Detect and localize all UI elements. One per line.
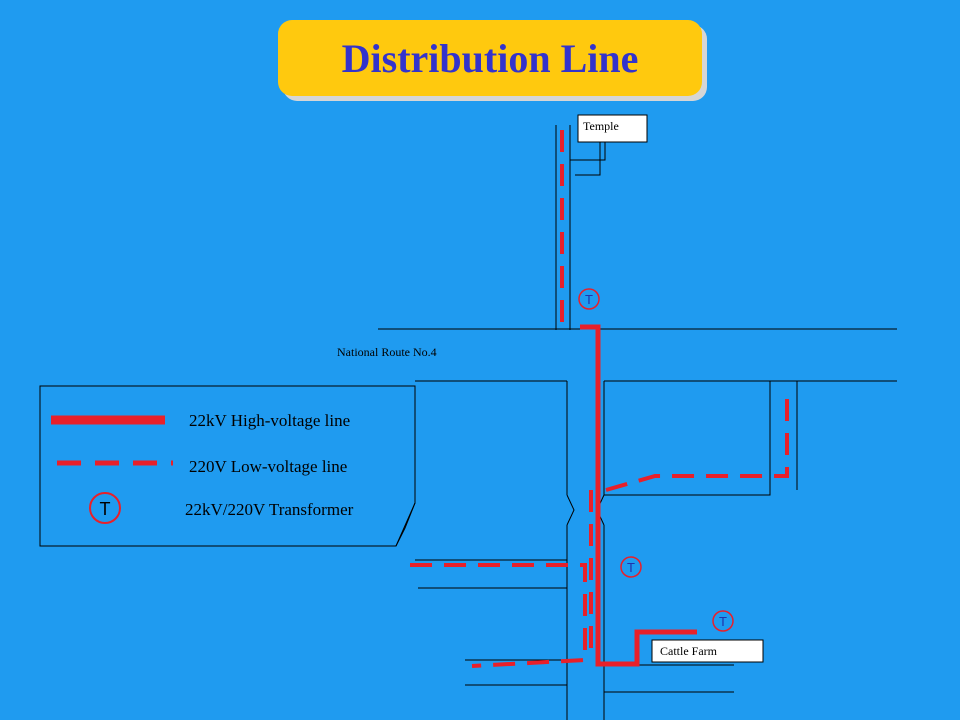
- legend-transformer-icon: [89, 492, 121, 524]
- legend: 22kV High-voltage line 220V Low-voltage …: [39, 385, 416, 547]
- transformer-middle-circle: [620, 556, 642, 578]
- legend-box: [39, 385, 416, 547]
- hv-line-main: [580, 324, 697, 667]
- legend-hv-label: 22kV High-voltage line: [189, 411, 350, 430]
- temple-access-road: [570, 140, 606, 161]
- legend-transformer-label: 22kV/220V Transformer: [185, 500, 354, 519]
- cattle-farm-label-box: Cattle Farm: [651, 639, 764, 663]
- legend-box-fold: [395, 502, 416, 547]
- page-title: Distribution Line: [341, 35, 639, 81]
- transformer-north-label: T: [585, 292, 593, 307]
- transformer-farm-label: T: [719, 614, 727, 629]
- temple-access-road-inner: [575, 142, 601, 176]
- cattle-farm-label: Cattle Farm: [660, 644, 718, 658]
- temple-label: Temple: [583, 119, 619, 133]
- lv-line-west: [410, 563, 587, 668]
- roads: [378, 125, 897, 720]
- lv-line-east: [605, 390, 789, 492]
- title-banner: Distribution Line: [278, 20, 702, 96]
- route-label: National Route No.4: [337, 345, 437, 359]
- high-voltage-lines: [580, 324, 697, 667]
- temple-box: [577, 114, 648, 143]
- transformer-farm-circle: [712, 610, 734, 632]
- transformer-north-circle: [578, 288, 600, 310]
- transformer-farm: T: [712, 610, 734, 632]
- temple-label-box: Temple: [577, 114, 648, 143]
- low-voltage-lines: [410, 130, 789, 668]
- transformer-middle: T: [620, 556, 642, 578]
- road-east-branch: [604, 381, 771, 496]
- legend-lv-label: 220V Low-voltage line: [189, 457, 347, 476]
- transformer-north: T: [578, 288, 600, 310]
- legend-transformer-symbol: T: [100, 499, 111, 519]
- transformer-middle-label: T: [627, 560, 635, 575]
- road-bend-left: [566, 494, 575, 526]
- cattle-farm-box: [651, 639, 764, 663]
